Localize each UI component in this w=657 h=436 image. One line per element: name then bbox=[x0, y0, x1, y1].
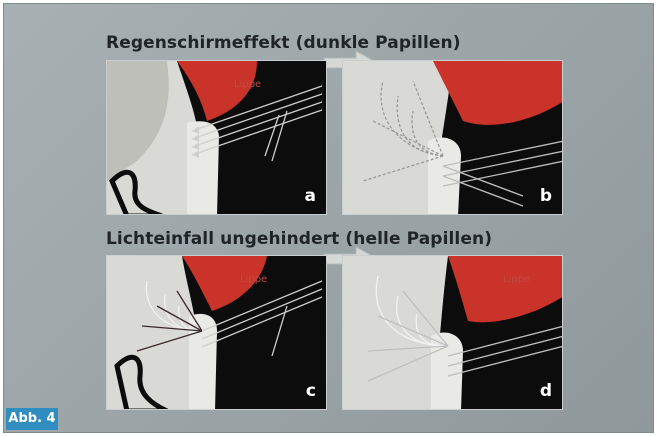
panel-label-b: b bbox=[540, 186, 552, 206]
panel-label-c: c bbox=[306, 381, 316, 401]
panel-label-a: a bbox=[305, 186, 316, 206]
panel-a: Lippe a bbox=[106, 60, 327, 215]
panel-c: Lippe c bbox=[106, 255, 327, 410]
heading-bottom: Lichteinfall ungehindert (helle Papillen… bbox=[106, 229, 492, 249]
lip-label-d: Lippe bbox=[503, 274, 530, 285]
panel-label-d: d bbox=[540, 381, 552, 401]
panel-b: b bbox=[342, 60, 563, 215]
figure-label: Abb. 4 bbox=[6, 408, 58, 430]
panel-d: Lippe d bbox=[342, 255, 563, 410]
lip-label-c: Lippe bbox=[240, 274, 267, 285]
heading-top: Regenschirmeffekt (dunkle Papillen) bbox=[106, 33, 461, 53]
lip-label-a: Lippe bbox=[234, 79, 261, 90]
